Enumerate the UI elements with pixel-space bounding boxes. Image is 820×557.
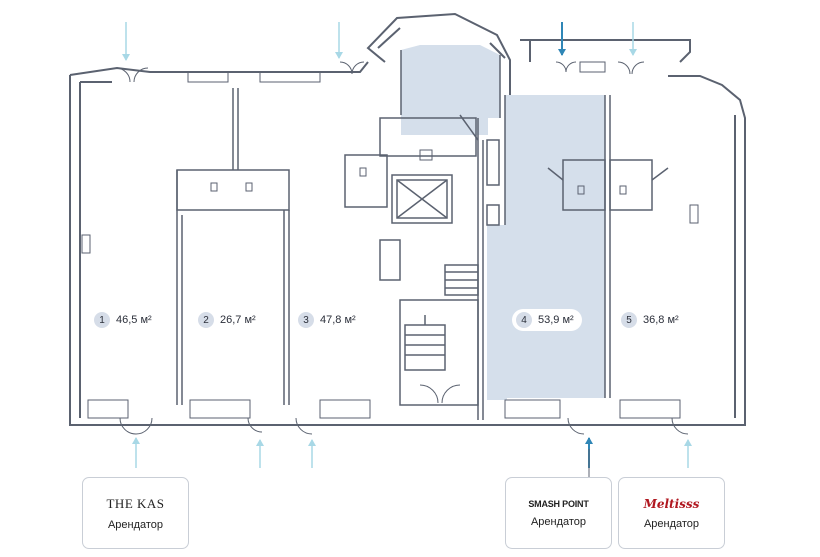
room-label-3[interactable]: 3 47,8 м²: [298, 312, 356, 328]
meltisss-logo: Meltisss: [643, 496, 700, 511]
room-4-area[interactable]: [505, 95, 605, 398]
the-kas-logo: THE KAS: [106, 495, 165, 511]
room-area: 47,8 м²: [320, 314, 356, 326]
tenant-card-smash-point[interactable]: SMASH POINT Арендатор: [505, 477, 612, 549]
room-area: 46,5 м²: [116, 314, 152, 326]
entrance-arrow-head: [684, 439, 692, 446]
entrance-arrow-head: [308, 439, 316, 446]
door-swings: [115, 61, 689, 435]
room-number-badge: 3: [298, 312, 314, 328]
room-label-2[interactable]: 2 26,7 м²: [198, 312, 256, 328]
room-number-badge: 1: [94, 312, 110, 328]
room-label-5[interactable]: 5 36,8 м²: [621, 312, 679, 328]
entrance-arrow-head: [585, 437, 593, 444]
entrance-arrows: [122, 22, 692, 468]
tenant-label: Арендатор: [107, 518, 164, 531]
toilet-icons: [210, 149, 627, 195]
room-label-1[interactable]: 1 46,5 м²: [94, 312, 152, 328]
room-area: 53,9 м²: [538, 314, 574, 326]
room-area: 26,7 м²: [220, 314, 256, 326]
entrance-arrow-head: [256, 439, 264, 446]
tenant-card-the-kas[interactable]: THE KAS Арендатор: [82, 477, 189, 549]
room-number-badge: 2: [198, 312, 214, 328]
windows: [81, 61, 699, 419]
interior-walls: [176, 50, 669, 420]
room-area: 36,8 м²: [643, 314, 679, 326]
entrance-arrow-head: [335, 52, 343, 59]
entrance-arrow-head: [629, 49, 637, 56]
outer-walls: [69, 12, 746, 426]
room-label-4[interactable]: 4 53,9 м²: [512, 309, 582, 331]
room-number-badge: 5: [621, 312, 637, 328]
stair-hall-area: [401, 45, 500, 135]
tenant-card-meltisss[interactable]: Meltisss Арендатор: [618, 477, 725, 549]
room-4-lower: [487, 225, 507, 400]
tenant-label: Арендатор: [643, 517, 700, 530]
tenant-label: Арендатор: [530, 515, 587, 528]
entrance-arrow-head: [558, 49, 566, 56]
room-number-badge: 4: [516, 312, 532, 328]
smash-point-logo: SMASH POINT: [528, 498, 589, 509]
entrance-arrow-head: [132, 437, 140, 444]
entrance-arrow-head: [122, 54, 130, 61]
